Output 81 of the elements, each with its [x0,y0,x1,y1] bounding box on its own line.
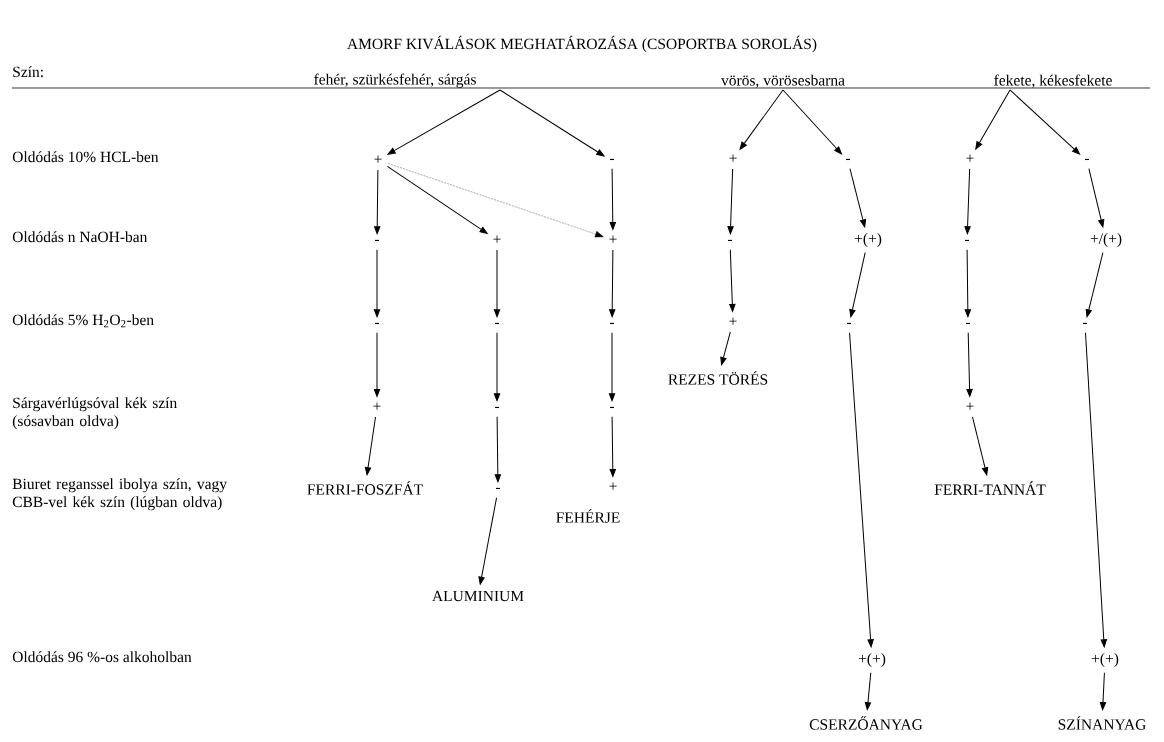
arrow [373,332,381,397]
test-result-sign: - [375,322,379,325]
arrow [387,89,501,155]
arrow [493,249,501,318]
result-text: FEHÉRJE [556,509,620,523]
test-result-sign: - [1085,158,1090,161]
arrow [971,416,989,476]
result-text: ALUMINIUM [432,590,524,602]
arrow [1088,168,1105,228]
test-result-sign: + [374,155,382,163]
arrow [373,249,381,318]
arrow [1099,672,1107,711]
test-result-sign: - [1083,322,1088,325]
test-result-sign: - [610,322,614,325]
result-text: CSERZŐANYAG [809,716,923,730]
arrow [964,168,971,235]
arrow [729,249,736,312]
colour-heading: fehér, szürkésfehér, sárgás [314,73,476,88]
arrow [386,165,488,234]
test-result-sign: - [496,487,500,490]
test-result-sign: - [495,406,499,409]
test-result-sign: + [729,154,737,162]
arrow [720,331,731,366]
test-result-sign: - [966,322,971,325]
arrow [782,89,842,155]
test-result-sign: + [373,402,381,410]
arrow [387,163,604,238]
test-result-sign: + [493,235,501,243]
test-result-sign: +(+) [1091,652,1119,667]
arrow [609,416,616,477]
arrow [975,89,1011,150]
test-result-sign: + [966,402,974,410]
arrow [1009,89,1081,155]
result-text: FERRI-TANNÁT [934,481,1046,495]
arrow [864,672,872,711]
row-label: Oldódás n NaOH-ban [12,231,148,243]
title: AMORF KIVÁLÁSOK MEGHATÁROZÁSA (CSOPORTBA SOROLÁS) [347,35,817,53]
result-text: SZÍNANYAG [1058,716,1146,730]
row-label: Sárgavérlúgsóval kék szín (sósavban oldva) [12,397,177,430]
arrow [1085,332,1107,648]
arrow [609,168,616,230]
arrow [727,168,734,235]
row-label: Biuret reganssel ibolya szín, vagy CBB-vel kék szín (lúgban oldva) [12,478,227,511]
arrow [374,169,381,235]
arrow [1085,252,1104,318]
test-result-sign: +(+) [858,652,886,667]
arrow [494,416,501,483]
result-text: REZES TÖRÉS [668,371,768,385]
arrow [849,332,874,648]
test-result-sign: +(+) [854,232,882,247]
test-result-sign: + [729,317,737,325]
arrow [964,249,971,318]
arrow [849,252,866,318]
result-text: FERRI-FOSZFÁT [307,481,423,495]
test-result-sign: - [610,158,614,161]
test-result-sign: + [609,482,617,490]
test-result-sign: - [610,406,614,409]
arrow [493,332,501,402]
arrow [608,332,616,402]
test-result-sign: - [847,322,852,325]
test-result-sign: + [966,154,974,162]
test-result-sign: - [846,158,851,161]
test-result-sign: - [495,322,499,325]
row-label: Oldódás 5% H$_{2}$O$_{2}$-ben [12,314,154,328]
arrow [609,249,616,318]
row-label: Oldódás 10% HCL-ben [12,151,159,163]
arrow [849,168,867,228]
arrow [364,416,376,476]
arrow [966,332,973,397]
arrow [739,89,784,150]
test-result-sign: - [375,239,379,242]
arrow [478,497,498,585]
test-result-sign: +/(+) [1090,232,1122,247]
test-result-sign: - [728,239,732,242]
row-label: Oldódás 96 %-os alkoholban [12,651,192,663]
colour-heading: fekete, kékesfekete [994,74,1112,88]
test-result-sign: - [965,239,970,242]
test-result-sign: + [609,235,617,243]
colour-heading: Szín: [13,66,43,78]
arrow [499,89,605,157]
colour-heading: vörös, vörösesbarna [721,74,845,88]
